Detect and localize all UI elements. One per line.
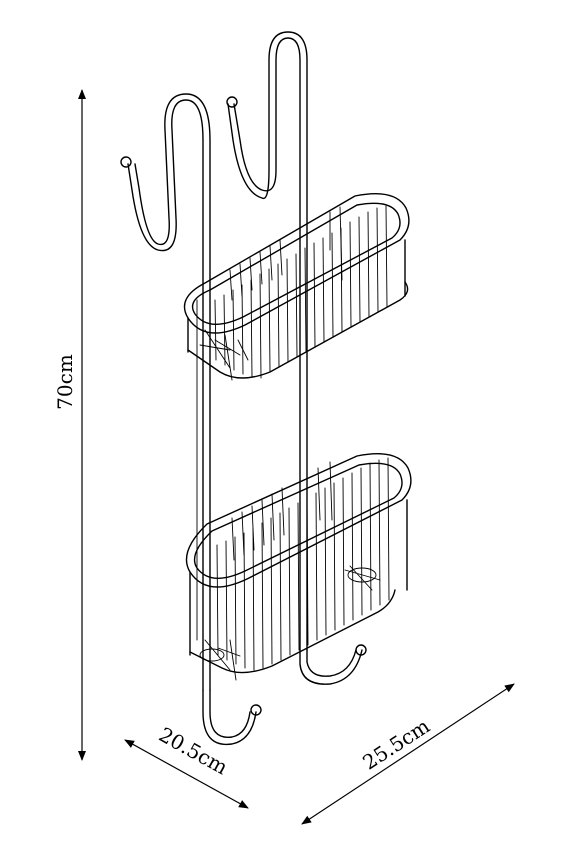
hook-ball-end (226, 96, 238, 108)
width-dimension: 25.5cm (301, 683, 515, 825)
lower-basket (185, 453, 412, 681)
hook-ball-end (120, 156, 132, 168)
bottom-hooks (202, 644, 367, 746)
hanging-frame (120, 31, 308, 691)
depth-dimension: 20.5cm (124, 722, 249, 809)
upper-basket (183, 193, 410, 381)
height-label: 70cm (53, 354, 77, 410)
height-dimension: 70cm (53, 89, 86, 761)
depth-label: 20.5cm (155, 722, 232, 779)
